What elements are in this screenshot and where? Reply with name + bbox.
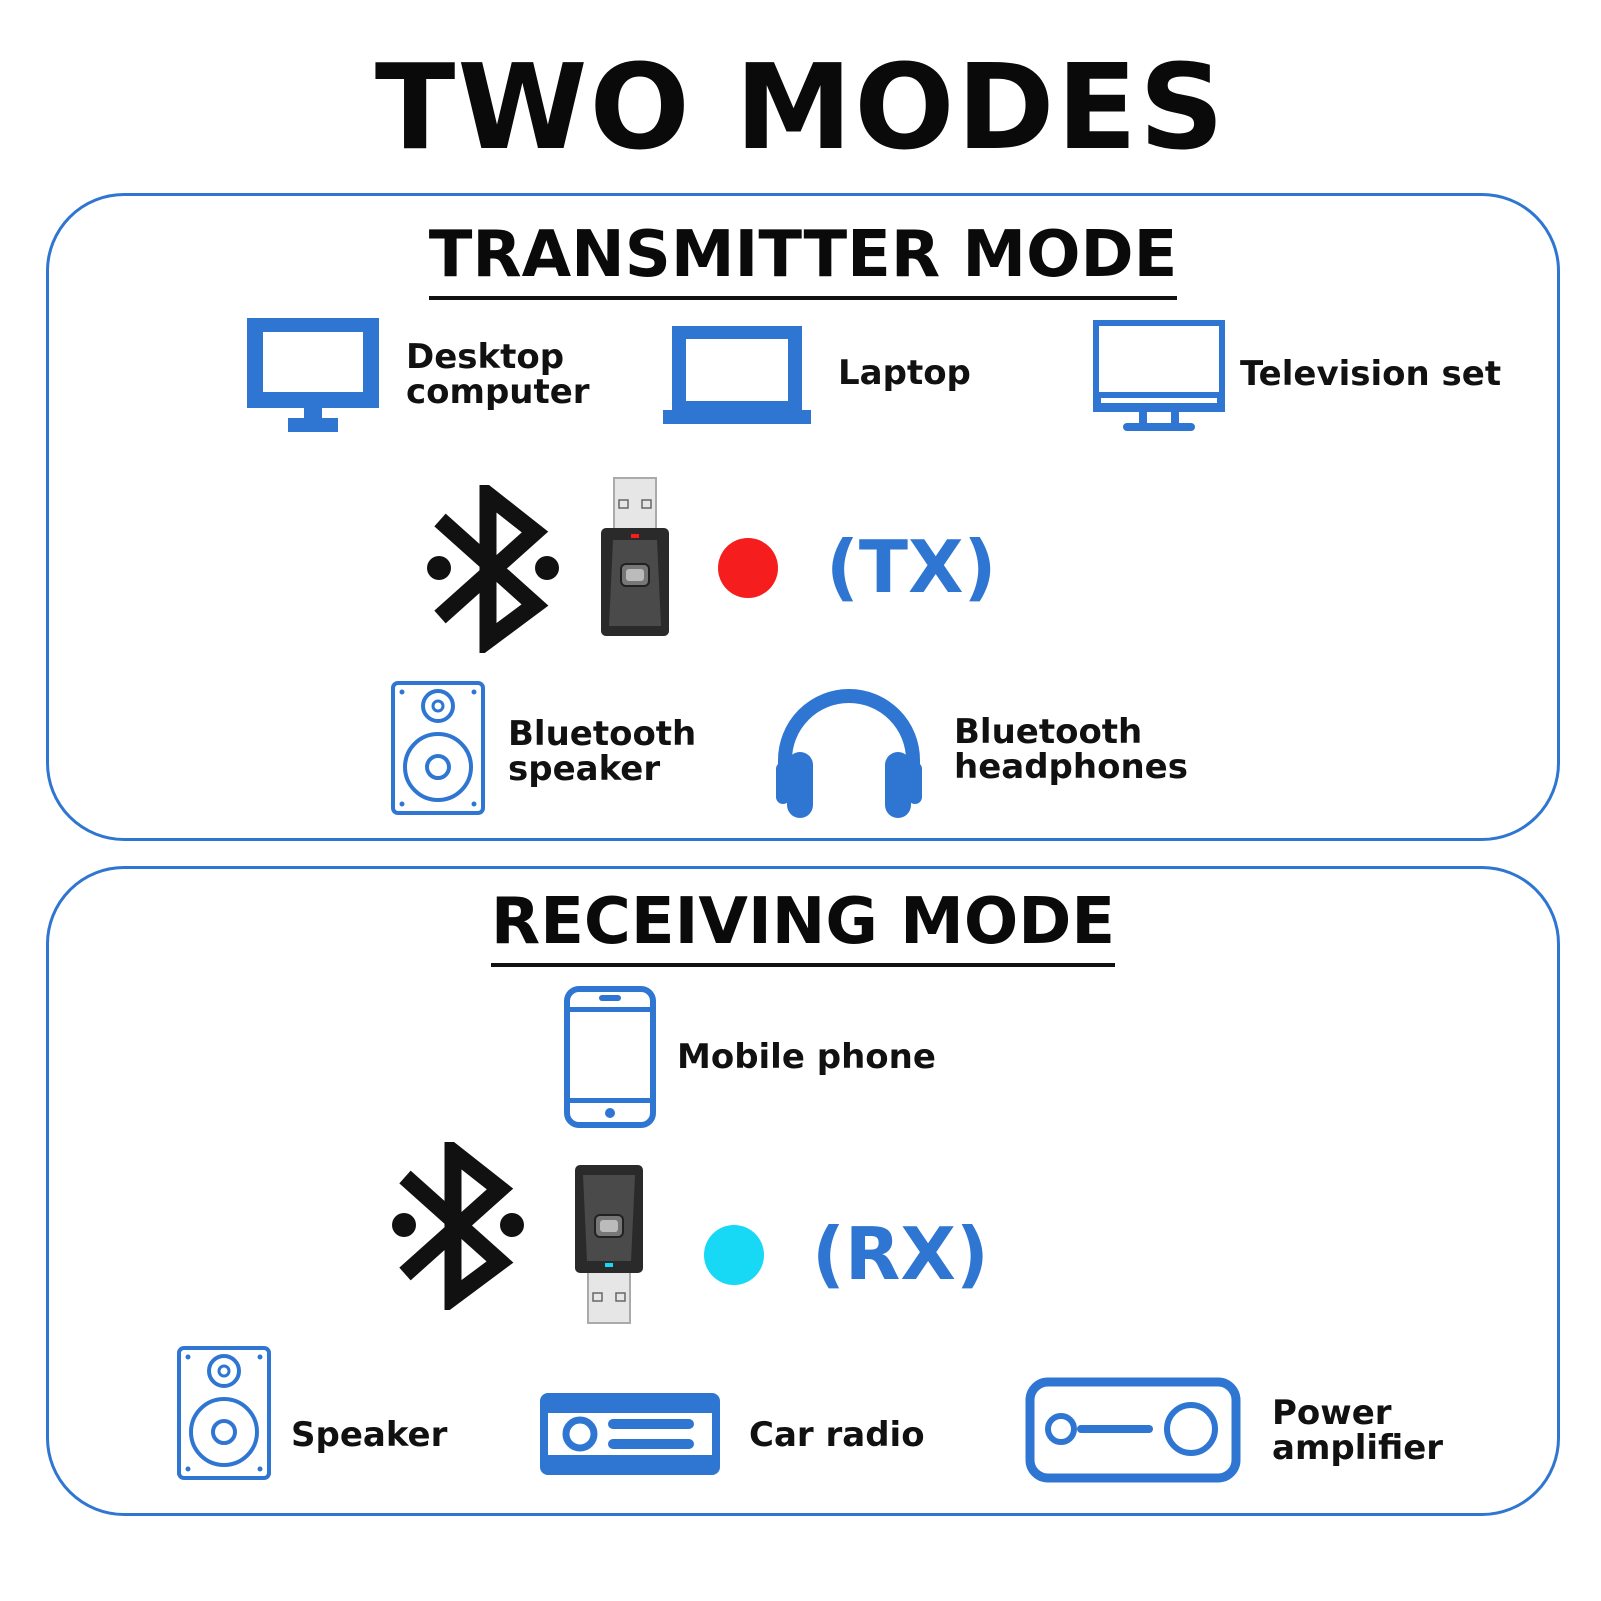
speaker-icon	[177, 1346, 271, 1480]
transmitter-mode-panel: TRANSMITTER MODE	[46, 193, 1560, 841]
television-icon	[1093, 320, 1225, 431]
power-amplifier-icon	[1025, 1377, 1241, 1483]
usb-dongle-rx-icon	[575, 1165, 643, 1324]
bluetooth-speaker-label: Bluetooth speaker	[508, 714, 697, 789]
bluetooth-headphones-label: Bluetooth headphones	[954, 712, 1188, 787]
receiving-mode-panel: RECEIVING MODE	[46, 866, 1560, 1516]
bluetooth-icon	[427, 485, 559, 653]
car-radio-label: Car radio	[749, 1415, 925, 1455]
speaker-label: Speaker	[291, 1415, 448, 1455]
laptop-icon	[663, 326, 811, 424]
speaker-icon	[391, 681, 485, 815]
mobile-phone-icon	[564, 986, 656, 1128]
car-radio-icon	[540, 1393, 720, 1475]
transmitter-mode-heading: TRANSMITTER MODE	[49, 218, 1557, 300]
laptop-label: Laptop	[838, 353, 971, 393]
bluetooth-icon	[392, 1142, 524, 1310]
desktop-computer-label: Desktop computer	[406, 337, 590, 412]
desktop-computer-icon	[247, 318, 379, 432]
television-label: Television set	[1240, 354, 1502, 394]
tx-led-indicator	[718, 538, 778, 598]
rx-led-indicator	[704, 1225, 764, 1285]
page-title: TWO MODES	[374, 38, 1227, 176]
usb-dongle-tx-icon	[601, 477, 669, 636]
headphones-icon	[776, 689, 922, 818]
power-amplifier-label: Power amplifier	[1272, 1393, 1444, 1468]
rx-code: (RX)	[812, 1212, 989, 1296]
receiving-mode-heading: RECEIVING MODE	[49, 885, 1557, 967]
tx-code: (TX)	[826, 525, 997, 609]
mobile-phone-label: Mobile phone	[677, 1037, 936, 1077]
